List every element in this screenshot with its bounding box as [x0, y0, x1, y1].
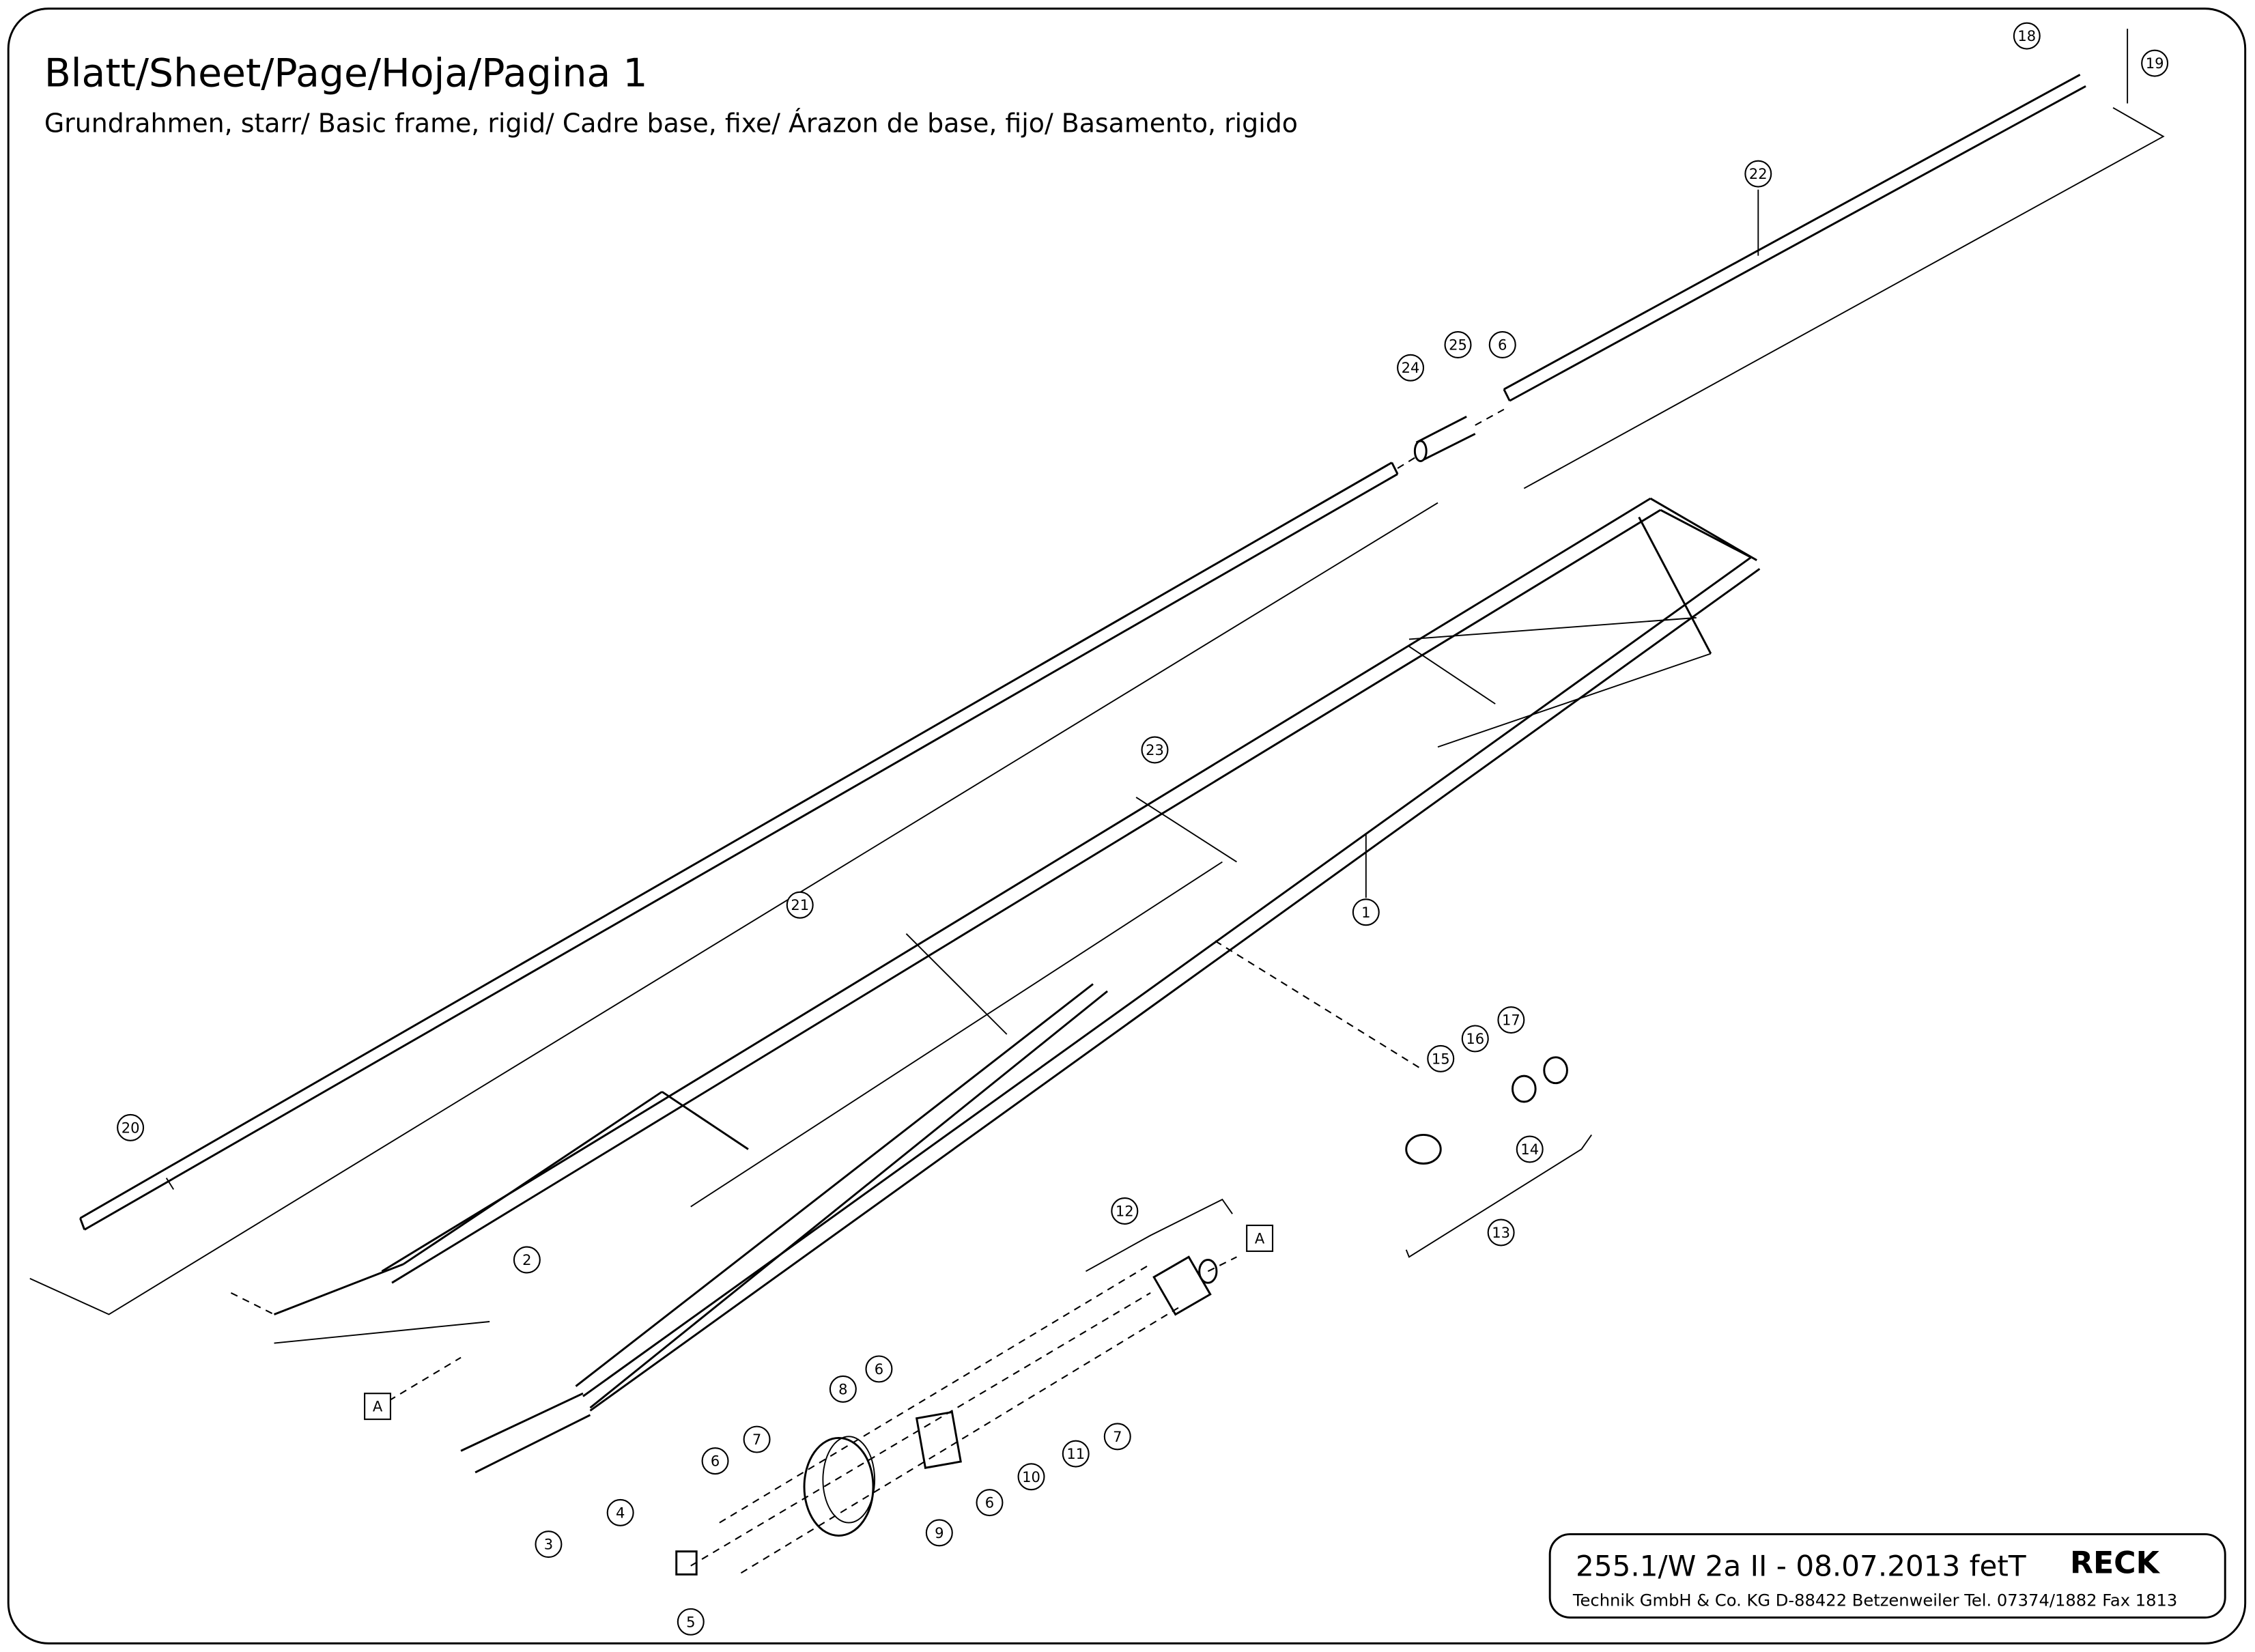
- callout-3: 3: [535, 1530, 563, 1558]
- svg-text:A: A: [373, 1398, 383, 1415]
- company-address: Technik GmbH & Co. KG D-88422 Betzenweil…: [1572, 1591, 2177, 1610]
- callout-24: 24: [1397, 354, 1425, 382]
- reck-logo: RECK: [2070, 1546, 2161, 1580]
- callout-7: 7: [743, 1425, 771, 1453]
- svg-text:9: 9: [935, 1524, 944, 1541]
- callout-13: 13: [1487, 1219, 1515, 1247]
- svg-text:8: 8: [838, 1380, 847, 1397]
- svg-text:10: 10: [1022, 1468, 1040, 1485]
- svg-text:19: 19: [2146, 55, 2164, 72]
- callout-15: 15: [1427, 1044, 1455, 1072]
- callout-22: 22: [1744, 160, 1772, 188]
- callout-7b: 7: [1103, 1423, 1131, 1451]
- callout-14: 14: [1516, 1135, 1544, 1163]
- svg-text:4: 4: [616, 1504, 625, 1521]
- callout-2: 2: [513, 1246, 541, 1274]
- callout-20: 20: [117, 1113, 145, 1141]
- callout-5: 5: [677, 1608, 705, 1636]
- svg-text:6: 6: [1498, 337, 1507, 354]
- svg-text:22: 22: [1749, 165, 1768, 182]
- svg-text:7: 7: [752, 1431, 761, 1448]
- svg-text:11: 11: [1066, 1445, 1085, 1462]
- svg-text:21: 21: [791, 896, 809, 913]
- callout-12: 12: [1111, 1197, 1139, 1225]
- callout-6d: 6: [976, 1489, 1004, 1517]
- callout-8: 8: [829, 1375, 857, 1403]
- drawing-number: 255.1/W 2a II - 08.07.2013 fetT: [1576, 1549, 2026, 1582]
- callout-9: 9: [925, 1519, 953, 1547]
- section-mark-a-left: A: [364, 1393, 392, 1421]
- callout-17: 17: [1497, 1006, 1525, 1034]
- callout-23: 23: [1141, 736, 1169, 764]
- leader-lines: [29, 29, 2165, 1574]
- frame-truss: [273, 497, 1761, 1474]
- callout-11: 11: [1062, 1440, 1090, 1468]
- bearing-assembly: [675, 1056, 1568, 1576]
- svg-text:6: 6: [711, 1453, 720, 1470]
- svg-text:6: 6: [875, 1361, 883, 1378]
- svg-text:3: 3: [544, 1536, 553, 1553]
- callout-10: 10: [1017, 1463, 1045, 1491]
- title-block: [1548, 1533, 2226, 1619]
- callout-4: 4: [606, 1498, 634, 1526]
- callout-21: 21: [786, 891, 814, 919]
- sheet-title: Blatt/Sheet/Page/Hoja/Pagina 1: [44, 51, 648, 96]
- tube-22: [1503, 74, 2086, 402]
- svg-text:24: 24: [1402, 359, 1420, 376]
- coupling-24: [1397, 408, 1505, 469]
- svg-text:25: 25: [1449, 337, 1467, 354]
- sheet-subtitle: Grundrahmen, starr/ Basic frame, rigid/ …: [44, 109, 1298, 139]
- callout-18: 18: [2013, 22, 2041, 50]
- tube-20-21: [79, 461, 1399, 1231]
- svg-text:20: 20: [122, 1119, 140, 1136]
- callout-6c: 6: [701, 1447, 729, 1475]
- svg-text:13: 13: [1492, 1224, 1510, 1241]
- svg-text:5: 5: [686, 1613, 695, 1630]
- callout-6b: 6: [865, 1355, 893, 1383]
- svg-text:7: 7: [1113, 1428, 1122, 1445]
- svg-text:16: 16: [1466, 1030, 1484, 1047]
- callout-1: 1: [1352, 898, 1380, 926]
- svg-text:12: 12: [1116, 1202, 1134, 1219]
- callout-16: 16: [1461, 1025, 1489, 1053]
- svg-text:1: 1: [1361, 904, 1370, 921]
- svg-text:14: 14: [1520, 1141, 1539, 1158]
- svg-text:2: 2: [522, 1251, 531, 1268]
- svg-text:6: 6: [985, 1494, 994, 1511]
- sheet-border: [7, 8, 2247, 1644]
- svg-text:18: 18: [2017, 27, 2036, 44]
- section-mark-a-right: A: [1246, 1224, 1274, 1252]
- svg-text:17: 17: [1502, 1012, 1520, 1029]
- callout-6: 6: [1488, 331, 1516, 359]
- callout-19: 19: [2141, 49, 2169, 77]
- callout-25: 25: [1444, 331, 1472, 359]
- svg-text:15: 15: [1432, 1050, 1450, 1067]
- svg-text:23: 23: [1146, 741, 1164, 758]
- svg-text:A: A: [1255, 1229, 1265, 1247]
